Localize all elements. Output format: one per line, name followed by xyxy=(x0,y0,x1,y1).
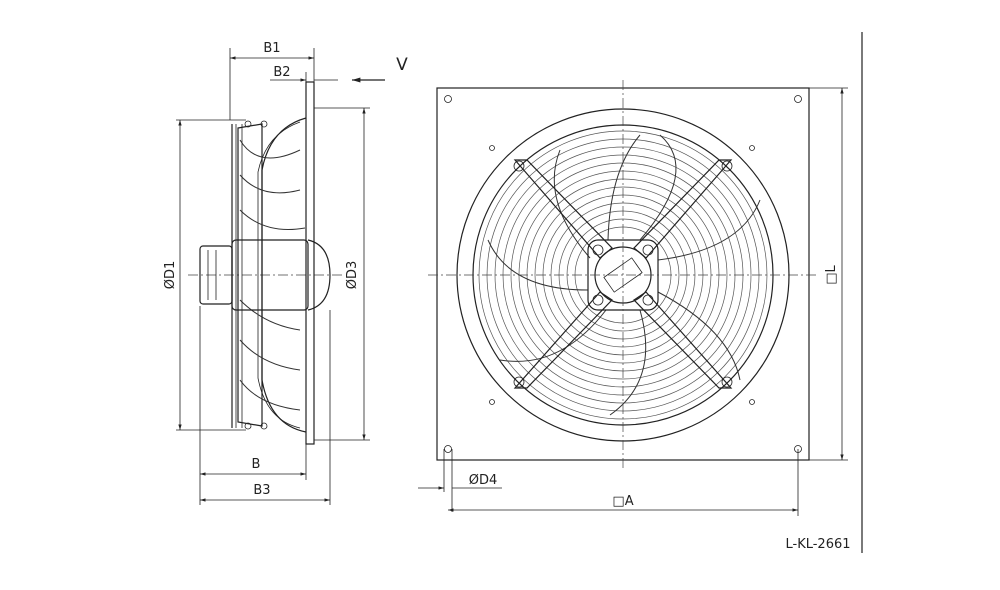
support-struts xyxy=(513,159,733,389)
d4-label: ØD4 xyxy=(469,473,498,488)
d1-label: ØD1 xyxy=(163,261,178,290)
motor-label-plate xyxy=(603,257,643,293)
corner-hole xyxy=(444,445,452,453)
side-view: B1 B2 V ØD1 ØD3 B B3 xyxy=(163,41,408,505)
impeller-side xyxy=(237,123,263,427)
b1-label: B1 xyxy=(263,41,280,56)
b3-label: B3 xyxy=(253,483,270,498)
a-label: □A xyxy=(612,494,633,509)
impeller-blades xyxy=(487,134,761,416)
mounting-plate-side xyxy=(305,81,315,445)
corner-hole xyxy=(794,95,802,103)
front-view: □L ØD4 □A xyxy=(418,80,848,516)
l-label: □L xyxy=(824,264,839,284)
airflow-v-label: V xyxy=(396,55,408,75)
b2-label: B2 xyxy=(273,65,290,80)
drawing-number: L-KL-2661 xyxy=(785,537,850,552)
impeller-blades-side xyxy=(239,139,306,411)
corner-hole xyxy=(444,95,452,103)
b-label: B xyxy=(252,457,261,472)
d3-label: ØD3 xyxy=(345,261,360,290)
